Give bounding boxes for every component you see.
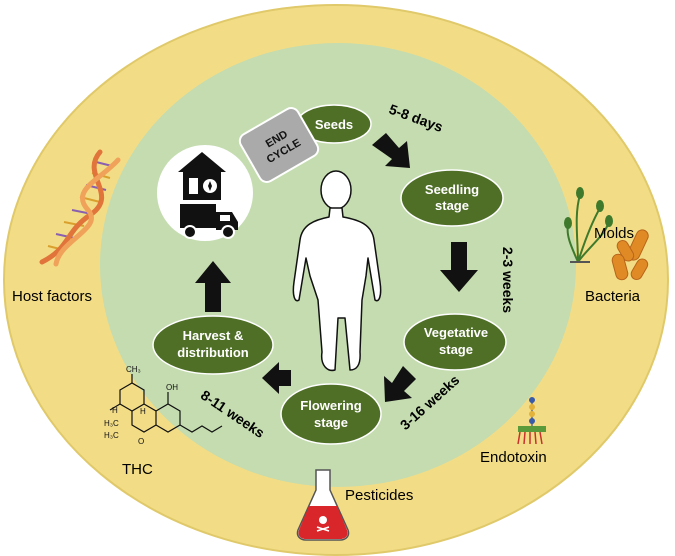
arrow-seedling-to-vegetative: [440, 242, 478, 292]
stage-seedling-label-1: Seedling: [425, 182, 479, 197]
stage-seedling-label-2: stage: [435, 198, 469, 213]
thc-h3c-1: H₃C: [104, 419, 119, 428]
arrow-flowering-to-harvest: [262, 362, 291, 394]
endotoxin-label: Endotoxin: [480, 449, 547, 466]
pesticides-label: Pesticides: [345, 487, 413, 504]
mold-spores-icon: [564, 187, 613, 229]
thc-molecule-icon: [109, 374, 223, 433]
stage-flowering: Flowering stage: [280, 383, 382, 445]
thc-labels: CH₃ H H OH H₃C H₃C O: [104, 365, 178, 446]
endotoxin-icon: [517, 397, 546, 445]
arrow-vegetative-to-flowering: [384, 366, 416, 402]
thc-h3c-2: H₃C: [104, 431, 119, 440]
stage-flowering-label-1: Flowering: [300, 398, 361, 413]
thc-label: THC: [122, 461, 153, 478]
stage-seedling: Seedling stage: [400, 169, 504, 227]
stage-seeds-label: Seeds: [315, 117, 353, 132]
thc-ch3-top: CH₃: [126, 365, 141, 374]
stage-harvest-label-2: distribution: [177, 345, 249, 360]
thc-h-left: H: [112, 406, 118, 415]
thc-h-right: H: [140, 407, 146, 416]
distribution-store-icon: [157, 145, 253, 241]
pesticides-flask-icon: [296, 469, 350, 541]
stage-vegetative: Vegetative stage: [403, 313, 507, 371]
cycle-arrows: [195, 133, 478, 402]
stage-harvest: Harvest & distribution: [152, 315, 274, 375]
host-factors-label: Host factors: [12, 288, 92, 305]
duration-seedling-to-vegetative: 2-3 weeks: [500, 247, 516, 313]
arrow-seeds-to-seedling: [372, 133, 410, 168]
thc-oh: OH: [166, 383, 178, 392]
stage-vegetative-label-2: stage: [439, 342, 473, 357]
dna-helix-icon: [39, 149, 121, 267]
thc-o: O: [138, 437, 144, 446]
stage-vegetative-label-1: Vegetative: [424, 325, 488, 340]
bacteria-label: Bacteria: [585, 288, 641, 305]
bacteria-icon: [611, 229, 649, 281]
end-cycle-box: END CYCLE: [238, 107, 320, 183]
stage-harvest-label-1: Harvest &: [183, 328, 244, 343]
stage-flowering-label-2: stage: [314, 415, 348, 430]
stage-seeds: Seeds: [296, 104, 372, 144]
human-body-icon: [292, 170, 382, 372]
molds-label: Molds: [594, 225, 634, 242]
mold-icon: [566, 194, 609, 263]
arrow-harvest-to-distribution: [195, 261, 231, 312]
